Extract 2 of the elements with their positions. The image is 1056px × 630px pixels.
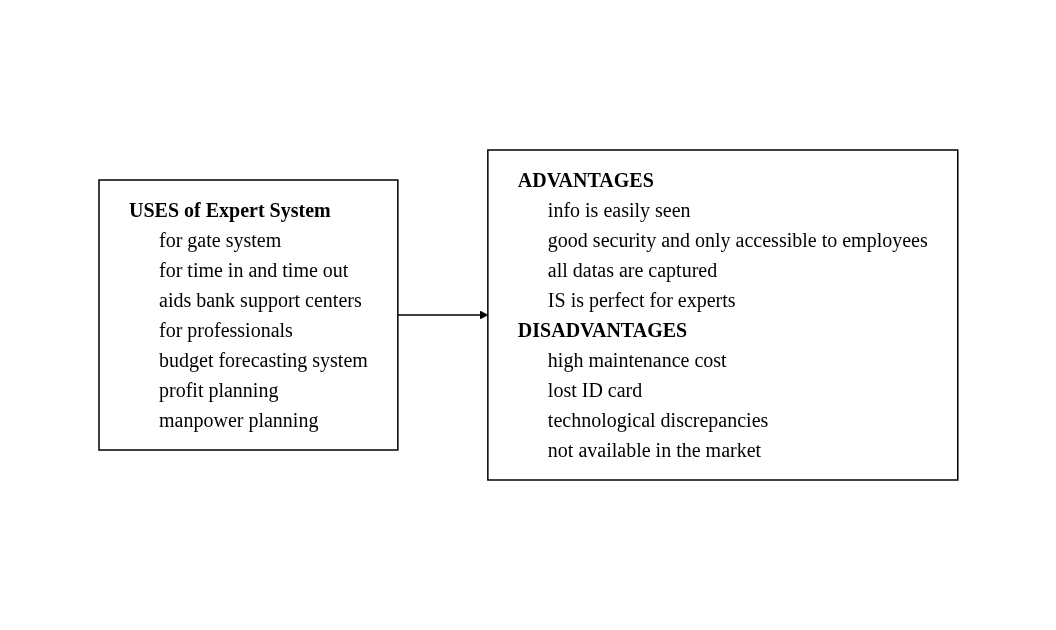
- node-box: USES of Expert System for gate system for time in and time out aids bank support centers for professionals budget forecasting system profit planning manpower planning: [97, 179, 399, 451]
- node-box: ADVANTAGES info is easily seen good security and only accessible to employees all datas are captured IS is perfect for experts DISADVANTAGES high maintenance cost lost ID card technological discrepancies not available in the market: [486, 149, 959, 481]
